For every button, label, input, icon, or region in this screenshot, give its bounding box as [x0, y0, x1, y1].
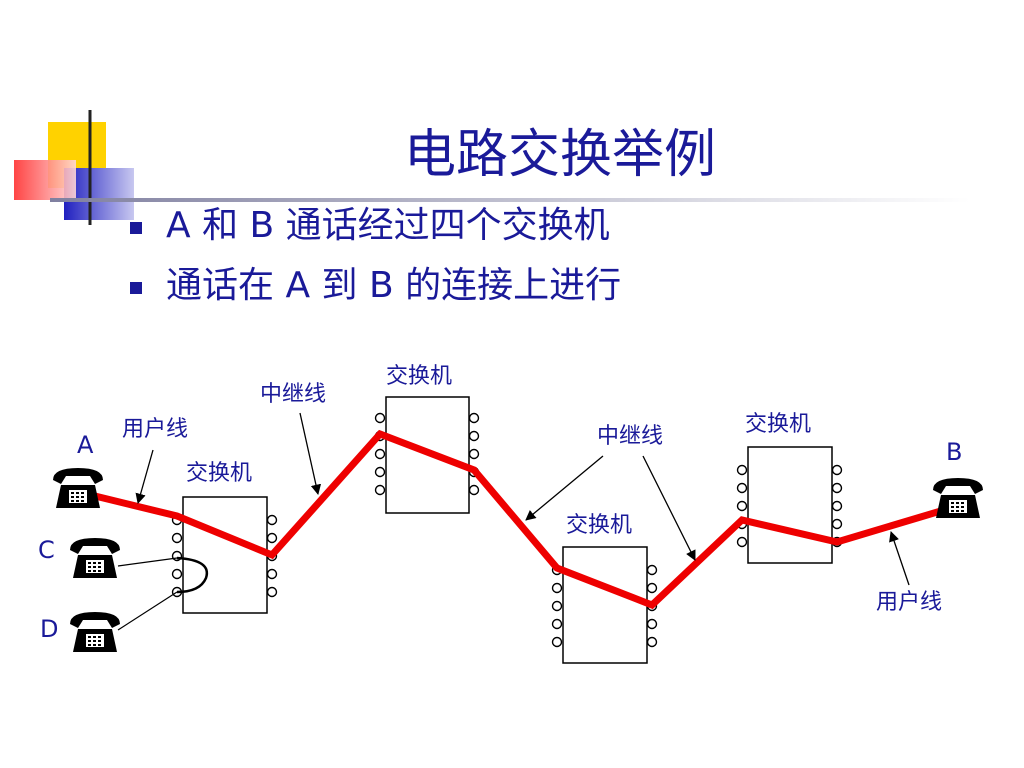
switch-3: [551, 546, 658, 664]
bullet-square-icon: [130, 222, 142, 234]
bullet-text: A 和 B 通话经过四个交换机: [166, 205, 610, 246]
arrow-subscriber-left: [135, 449, 154, 505]
arrow-trunk-left: [299, 412, 322, 496]
switch-4: [736, 446, 843, 564]
phone-label-a: A: [77, 431, 94, 459]
bullet-item: A 和 B 通话经过四个交换机: [130, 208, 621, 244]
switch-1: [171, 496, 278, 614]
slide-title: 电路交换举例: [403, 125, 716, 185]
telephone-c-icon: [70, 538, 120, 578]
subscriber-line-c: [117, 557, 178, 567]
phone-label-c: C: [38, 536, 55, 564]
bullet-text: 通话在 A 到 B 的连接上进行: [166, 265, 622, 306]
phone-label-b: B: [946, 438, 962, 466]
switch-2-label: 交换机: [386, 364, 452, 389]
trunk-line-middle-label: 中继线: [597, 424, 663, 449]
bullet-item: 通话在 A 到 B 的连接上进行: [130, 268, 621, 304]
switch-1-label: 交换机: [186, 461, 252, 486]
telephone-a-icon: [53, 468, 103, 508]
arrow-subscriber-right: [889, 531, 910, 586]
phone-label-d: D: [40, 615, 58, 643]
switch-3-label: 交换机: [566, 513, 632, 538]
arrow-trunk-middle-2: [642, 455, 696, 561]
local-loop: [176, 556, 209, 594]
switch-4-label: 交换机: [745, 412, 811, 437]
bullet-list: A 和 B 通话经过四个交换机 通话在 A 到 B 的连接上进行: [130, 208, 621, 328]
telephone-b-icon: [933, 478, 983, 518]
connection-path: [94, 429, 946, 610]
title-underline: [50, 198, 970, 202]
subscriber-line-left-label: 用户线: [122, 417, 188, 442]
subscriber-line-d: [117, 591, 178, 631]
telephone-d-icon: [70, 612, 120, 652]
logo-squares: [14, 110, 134, 225]
subscriber-line-right-label: 用户线: [876, 590, 942, 615]
bullet-square-icon: [130, 282, 142, 294]
arrow-trunk-middle-1: [525, 455, 604, 521]
trunk-line-left-label: 中继线: [260, 382, 326, 407]
